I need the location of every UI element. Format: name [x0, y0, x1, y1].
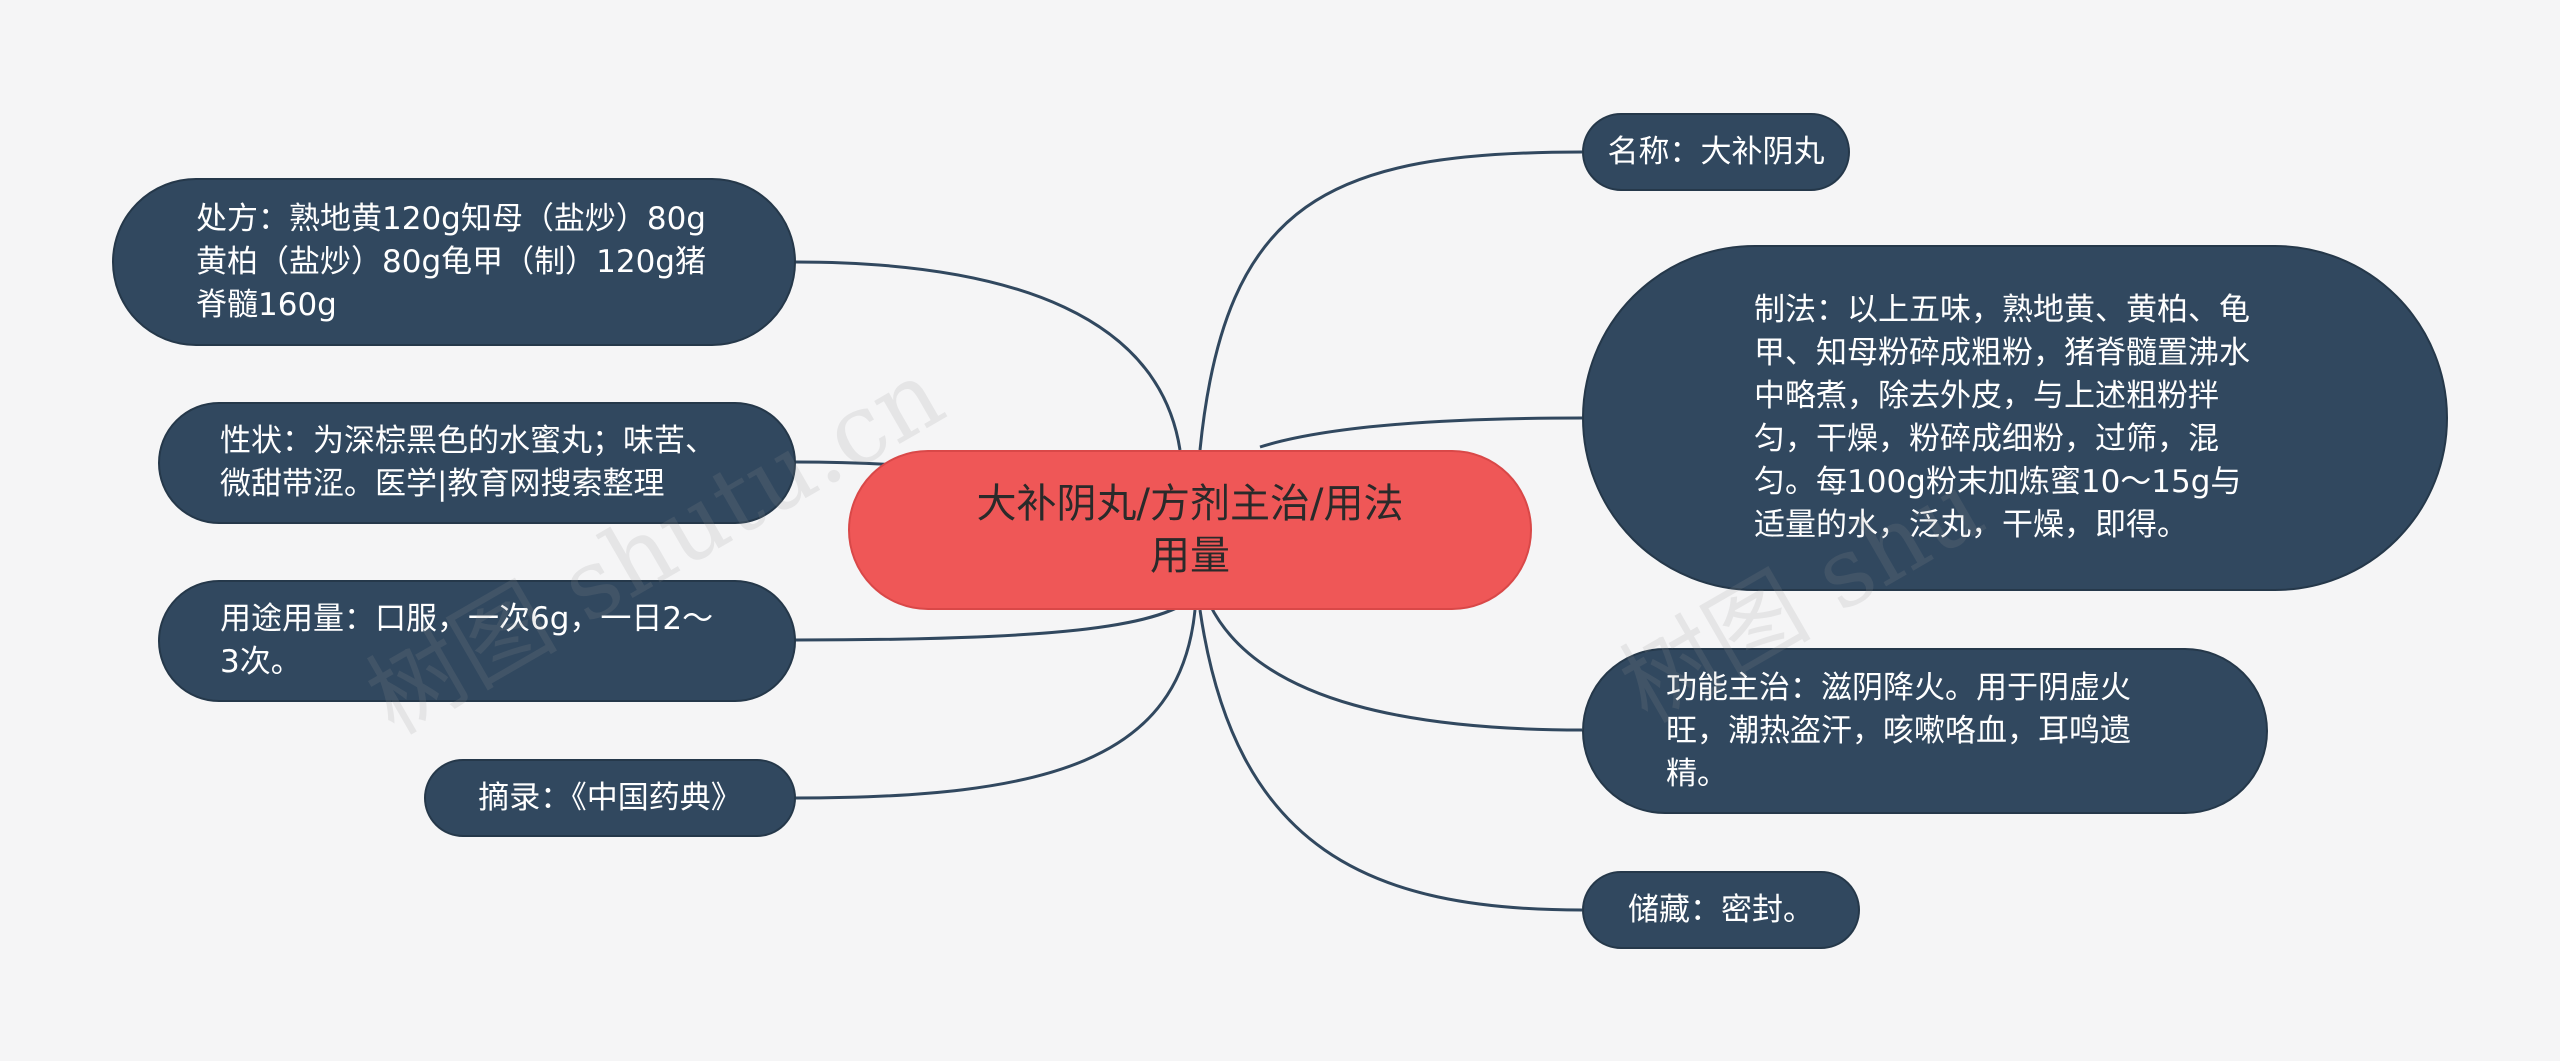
node-storage-text: 储藏：密封。 — [1628, 891, 1814, 928]
node-function[interactable]: 功能主治：滋阴降火。用于阴虚火旺，潮热盗汗，咳嗽咯血，耳鸣遗精。 — [1582, 648, 2268, 814]
node-storage[interactable]: 储藏：密封。 — [1582, 871, 1860, 949]
node-usage[interactable]: 用途用量：口服，一次6g，一日2～3次。 — [158, 580, 796, 702]
connector-prescription — [794, 260, 1182, 451]
connector-function — [1208, 604, 1583, 732]
node-preparation-text: 制法：以上五味，熟地黄、黄柏、龟甲、知母粉碎成粗粉，猪脊髓置沸水中略煮，除去外皮… — [1754, 292, 2250, 543]
central-topic[interactable]: 大补阴丸/方剂主治/用法 用量 — [848, 450, 1532, 610]
node-excerpt-text: 摘录：《中国药典》 — [478, 779, 742, 816]
node-properties-text: 性状：为深棕黑色的水蜜丸；味苦、微甜带涩。医学|教育网搜索整理 — [220, 423, 716, 502]
central-topic-text: 大补阴丸/方剂主治/用法 用量 — [977, 478, 1404, 582]
connector-name — [1198, 150, 1583, 451]
node-usage-text: 用途用量：口服，一次6g，一日2～3次。 — [220, 601, 714, 680]
connector-storage — [1198, 609, 1583, 912]
central-topic-line1: 大补阴丸/方剂主治/用法 — [976, 481, 1404, 527]
node-properties[interactable]: 性状：为深棕黑色的水蜜丸；味苦、微甜带涩。医学|教育网搜索整理 — [158, 402, 796, 524]
node-excerpt[interactable]: 摘录：《中国药典》 — [424, 759, 796, 837]
node-prescription[interactable]: 处方：熟地黄120g知母（盐炒）80g黄柏（盐炒）80g龟甲（制）120g猪脊髓… — [112, 178, 796, 346]
connector-usage — [794, 598, 1191, 642]
node-preparation[interactable]: 制法：以上五味，熟地黄、黄柏、龟甲、知母粉碎成粗粉，猪脊髓置沸水中略煮，除去外皮… — [1582, 245, 2448, 591]
central-topic-line2: 用量 — [1149, 533, 1230, 579]
node-name[interactable]: 名称：大补阴丸 — [1582, 113, 1850, 191]
connector-preparation — [1259, 416, 1583, 449]
node-function-text: 功能主治：滋阴降火。用于阴虚火旺，潮热盗汗，咳嗽咯血，耳鸣遗精。 — [1666, 669, 2131, 792]
node-prescription-text: 处方：熟地黄120g知母（盐炒）80g黄柏（盐炒）80g龟甲（制）120g猪脊髓… — [196, 200, 706, 323]
node-name-text: 名称：大补阴丸 — [1607, 133, 1825, 170]
connector-excerpt — [794, 609, 1197, 800]
